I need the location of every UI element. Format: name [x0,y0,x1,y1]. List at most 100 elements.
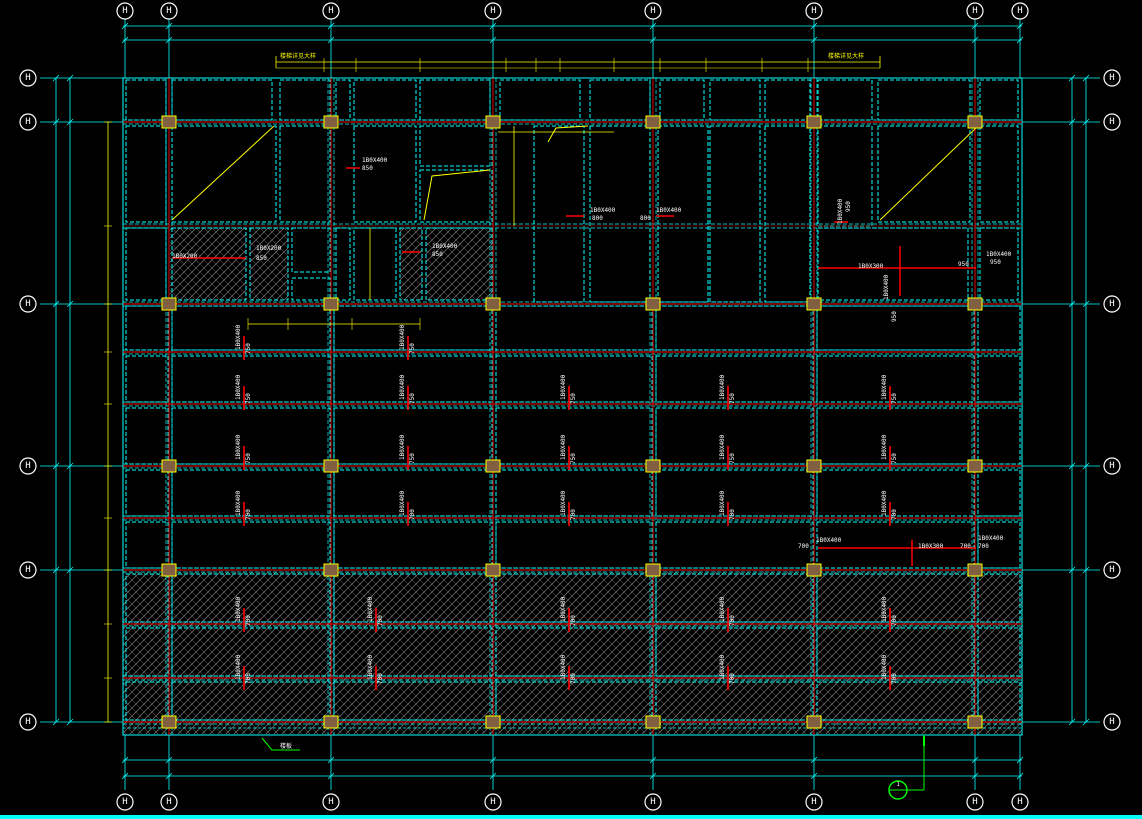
room-outline-12 [877,79,971,121]
beam-label-sub-7: 750 [245,453,252,464]
columns [161,115,983,729]
tick-b-4 [649,756,657,764]
field-cell-6-3 [495,627,653,677]
grid-bubble-label: H [490,797,495,807]
tick-t-5 [810,22,818,30]
beam-label-13: 1B0X400 [399,490,406,516]
grid-bubble-label: H [25,717,30,727]
column-4-3 [645,563,661,577]
field-cell-4-6 [977,521,1021,569]
hatch-zone-upper-3 [400,228,422,300]
room-outline-10 [764,79,811,121]
field-cell-5-2 [333,573,493,623]
grid-bubble-circle [160,793,178,811]
field-cell-0-6 [977,305,1021,351]
beam-label-22: 1B0X400 [235,654,242,680]
room-outline-29 [171,227,247,301]
column-5-4 [806,715,822,729]
room-outline-0 [125,79,167,121]
tick-l2-1 [66,118,74,126]
tick-l2-2 [66,300,74,308]
beam-label-24: 1B0X400 [560,654,567,680]
beam-label-sub-12: 700 [245,509,252,520]
grid-bubble-right-2: H [1103,295,1121,313]
beam-label-sub-3: 750 [409,393,416,404]
grid-bubble-circle [1103,713,1121,731]
column-2-0 [161,297,177,311]
stair-diagonal-left [171,125,275,221]
grid-bubble-bottom-0: H [116,793,134,811]
beam-label-6: 1B0X400 [881,374,888,400]
tick-r2-3 [1082,462,1090,470]
tick-l-1 [52,118,60,126]
hatch-zone-upper-2 [250,228,288,300]
room-outline-31 [291,227,331,273]
beam-label-4: 1B0X400 [560,374,567,400]
grid-bubble-top-4: H [644,2,662,20]
field-cell-2-4 [655,407,814,465]
tick-r2-0 [1082,74,1090,82]
tick-t2-7 [1016,36,1024,44]
beam-label-sub-22: 700 [245,673,252,684]
grid-bubble-top-3: H [484,2,502,20]
grid-bubble-top-2: H [322,2,340,20]
grid-bubble-label: H [650,797,655,807]
beam-label-sub-2: 750 [245,393,252,404]
column-4-0 [161,563,177,577]
room-outline-21 [589,125,651,303]
tick-l2-0 [66,74,74,82]
field-cell-1-0 [125,355,169,403]
stair-flight-mid [423,169,491,221]
tick-r-3 [1068,462,1076,470]
beam-label-sub-6: 750 [891,393,898,404]
room-outline-25 [877,125,971,223]
grid-bubble-label: H [25,73,30,83]
beam-label-7: 1B0X400 [235,434,242,460]
tick-l-0 [52,74,60,82]
beam-label-sub-19: 700 [570,615,577,626]
grid-bubble-label: H [1109,73,1114,83]
field-cell-3-4 [655,469,814,517]
grid-bubble-bottom-5: H [805,793,823,811]
dim-label-top-left: 楼梯详见大样 [280,52,316,60]
field-cell-3-6 [977,469,1021,517]
grid-bubble-right-4: H [1103,561,1121,579]
beam-label-17: 1B0X400 [235,596,242,622]
grid-bubble-label: H [1017,6,1022,16]
field-cell-6-1 [171,627,331,677]
beam-label-sub-20: 700 [729,615,736,626]
beam-label-sub-24: 700 [570,673,577,684]
beam-label-upper-i4: 950 [891,311,898,322]
room-outline-19 [419,169,493,223]
leader-floor-slab [261,737,300,751]
field-cell-2-6 [977,407,1021,465]
beam-label-23: 1B0X400 [367,654,374,680]
beam-label-sub-5: 750 [729,393,736,404]
grid-bubble-label: H [122,6,127,16]
tick-t2-5 [810,36,818,44]
grid-bubble-top-5: H [805,2,823,20]
grid-bubble-bottom-1: H [160,793,178,811]
grid-bubble-label: H [811,6,816,16]
grid-bubble-label: H [25,461,30,471]
beam-label-sub-13: 700 [409,509,416,520]
beam-label-upper-h2: 950 [990,259,1001,266]
tick-l-4 [52,566,60,574]
grid-bubble-label: H [811,797,816,807]
column-5-2 [485,715,501,729]
grid-bubble-label: H [490,6,495,16]
field-cell-3-1 [171,469,331,517]
beam-label-sub-23: 700 [377,673,384,684]
beam-label-low-right2: 700 [960,543,971,550]
column-1-2 [485,115,501,129]
beam-label-sub-17: 700 [245,615,252,626]
tick-b-2 [327,756,335,764]
field-cell-3-3 [495,469,653,517]
beam-label-19: 1B0X400 [560,596,567,622]
room-outline-36 [425,227,493,301]
grid-bubble-left-4: H [19,561,37,579]
grid-bubble-left-3: H [19,457,37,475]
grid-bubble-right-3: H [1103,457,1121,475]
field-cell-6-5 [816,627,975,677]
room-outline-28 [125,227,167,301]
